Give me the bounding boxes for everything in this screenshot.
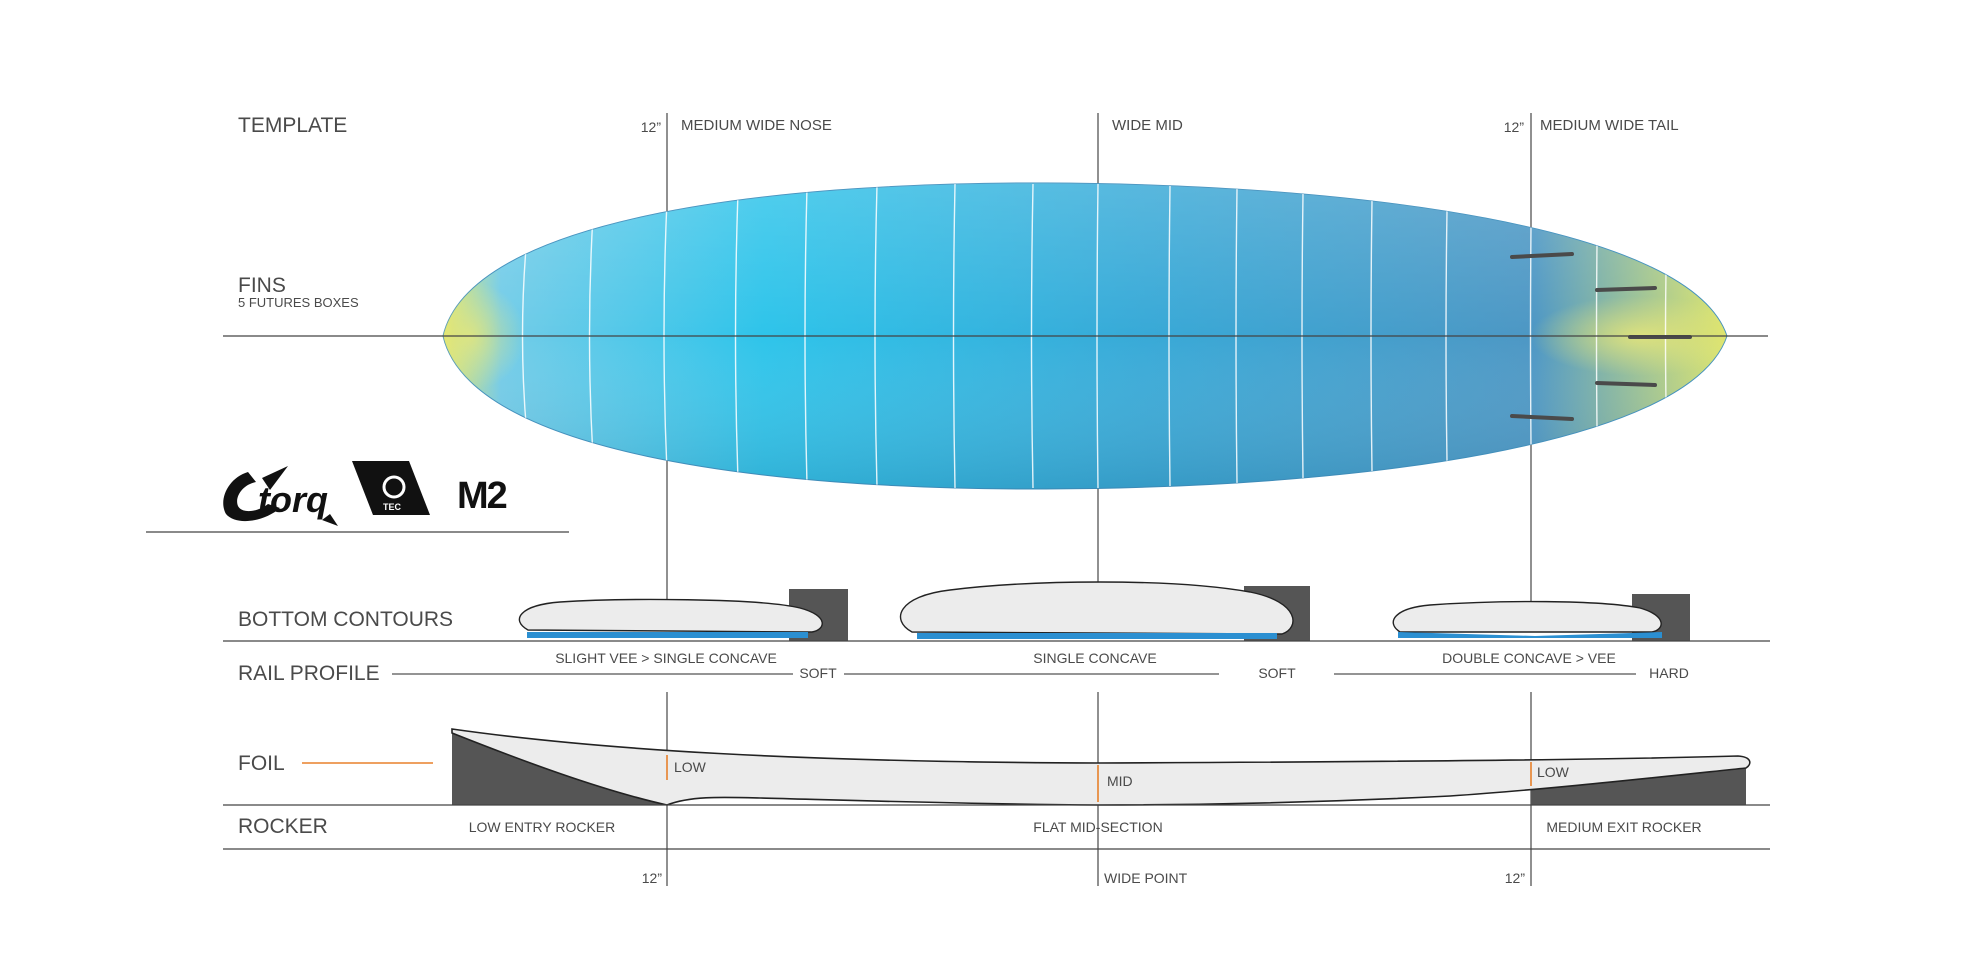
section-title-template: TEMPLATE [238,114,347,137]
rocker-mid-label: FLAT MID-SECTION [1033,819,1162,835]
nose-width-label: MEDIUM WIDE NOSE [681,117,832,134]
rocker-nose-label: LOW ENTRY ROCKER [469,819,616,835]
foil-nose-label: LOW [674,759,707,775]
rocker-tail-label: MEDIUM EXIT ROCKER [1546,819,1701,835]
bottom-contour-nose [518,589,848,641]
fin-boxes [1510,252,1692,421]
tail-width-label: MEDIUM WIDE TAIL [1540,117,1679,134]
board-template [442,182,1728,490]
fin-box-left-rear [1595,286,1657,292]
section-title-rail-profile: RAIL PROFILE [238,662,380,685]
contour-nose-label: SLIGHT VEE > SINGLE CONCAVE [555,650,777,666]
foil-mid-label: MID [1107,773,1133,789]
bottom-tail-measure-label: 12” [1505,870,1526,886]
tec-logo: TEC [352,461,430,515]
bottom-contour-mid [899,581,1310,641]
foil-profile [451,728,1751,806]
m2-logo: M2 [457,475,507,517]
wide-point-label: WIDE POINT [1104,870,1188,886]
contour-tail-label: DOUBLE CONCAVE > VEE [1442,650,1616,666]
tec-logo-text: TEC [383,502,402,512]
brand-logos: torq TEC M2 [223,461,509,526]
torq-logo-text: torq [258,479,328,520]
torq-logo: torq [223,466,338,526]
rail-mid-label: SOFT [1258,665,1296,681]
nose-measure-label: 12” [641,119,662,135]
contour-mid-label: SINGLE CONCAVE [1033,650,1156,666]
section-title-foil: FOIL [238,752,285,775]
section-title-fins: FINS [238,274,286,297]
fins-subtitle: 5 FUTURES BOXES [238,295,359,310]
rail-tail-label: HARD [1649,665,1689,681]
fin-box-right [1510,414,1574,421]
foil-tail-label: LOW [1537,764,1570,780]
mid-width-label: WIDE MID [1112,117,1183,134]
section-title-bottom-contours: BOTTOM CONTOURS [238,608,453,631]
tail-measure-label: 12” [1504,119,1525,135]
section-title-rocker: ROCKER [238,815,328,838]
bottom-contour-tail [1392,594,1690,641]
fin-box-right-rear [1595,381,1657,387]
rail-nose-label: SOFT [799,665,837,681]
fin-box-left [1510,252,1574,259]
bottom-nose-measure-label: 12” [642,870,663,886]
